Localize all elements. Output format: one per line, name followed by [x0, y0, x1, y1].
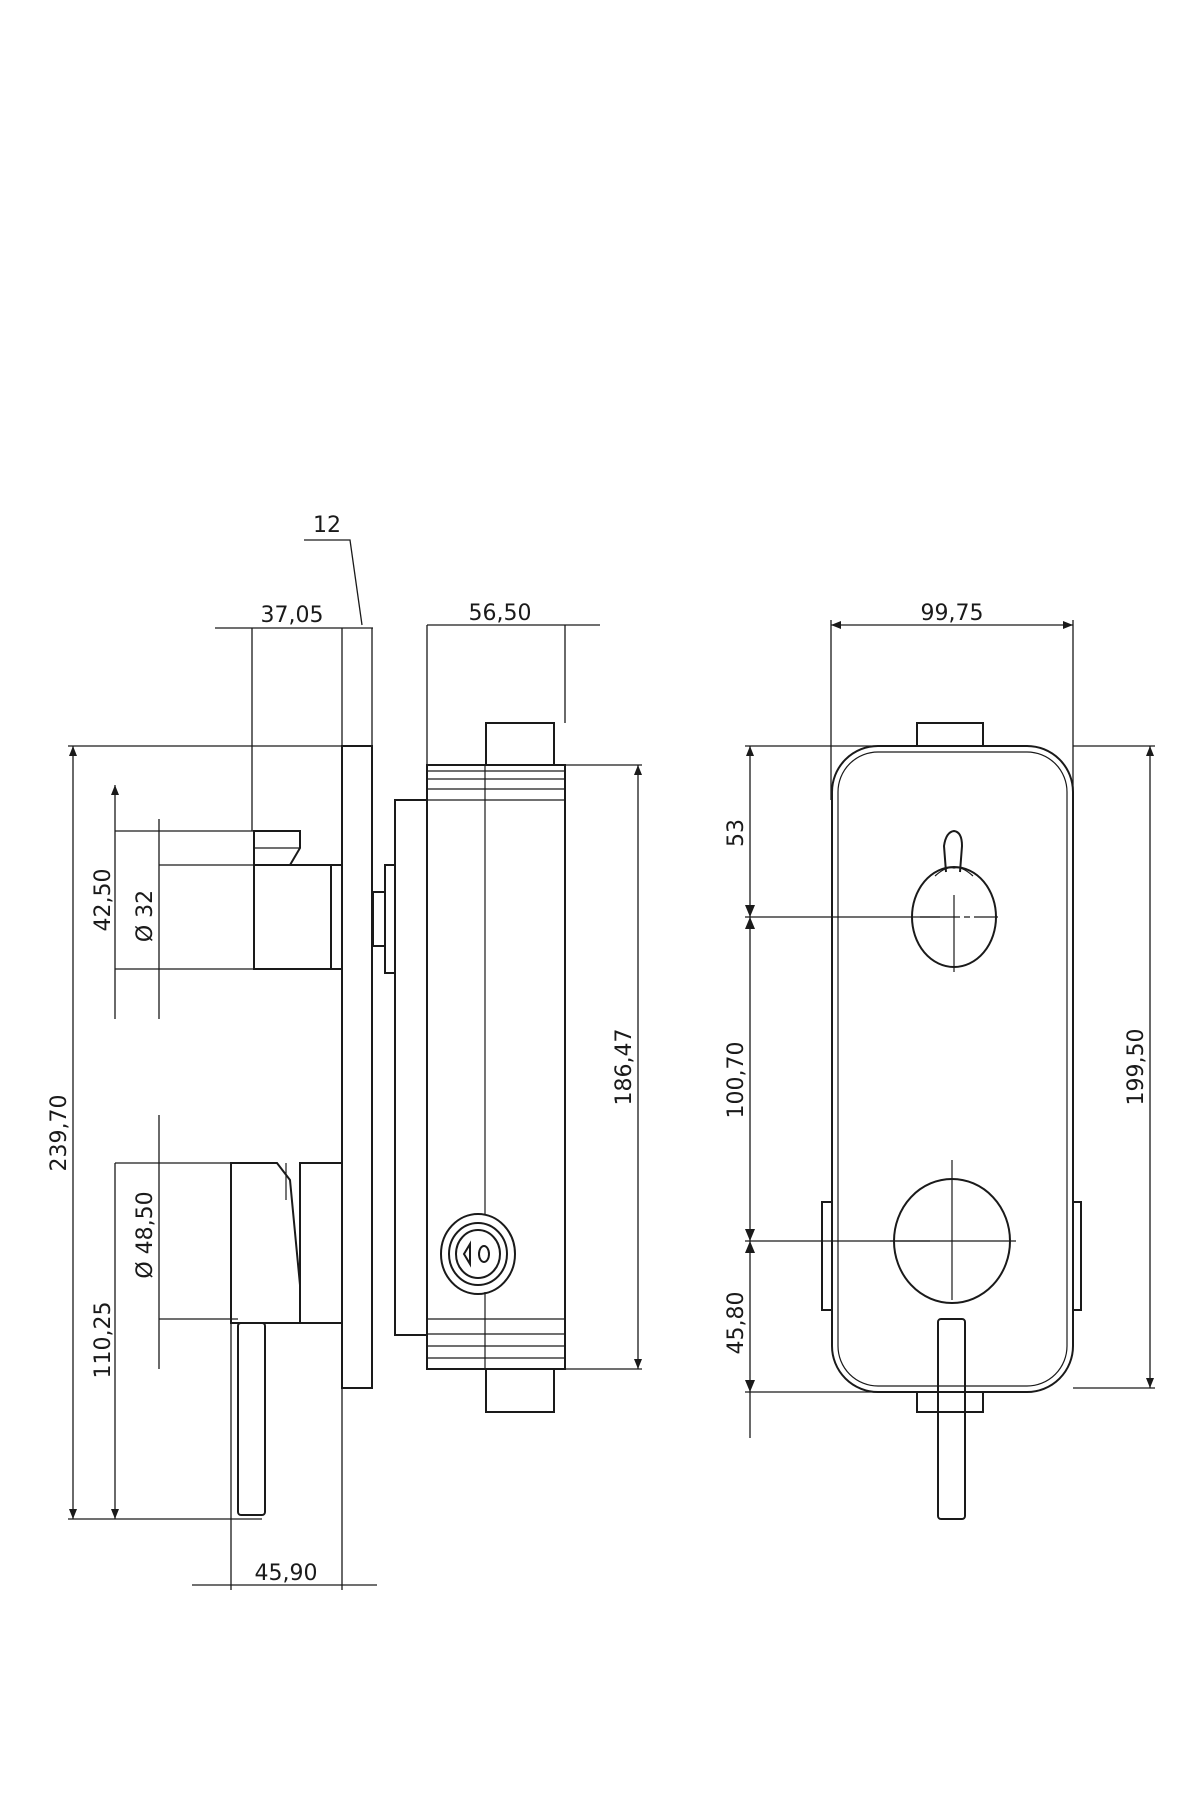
upper-handle	[253, 830, 343, 970]
top-nipple	[916, 722, 984, 747]
wall-plate	[341, 745, 373, 1389]
side-view: 12 37,05 56,50 239,70 42,50	[47, 513, 642, 1590]
mixer-knob	[890, 1160, 1016, 1520]
label-upper-offset: 42,50	[91, 869, 116, 932]
front-view: 99,75 53 100,70 45,80 199,50	[724, 601, 1155, 1520]
valve-body	[426, 722, 566, 1413]
dim-body-depth: 56,50	[426, 601, 600, 765]
label-total-height: 239,70	[47, 1095, 72, 1172]
label-handle-projection: 37,05	[261, 603, 324, 628]
label-lower-to-bottom: 45,80	[724, 1292, 749, 1355]
side-tab-left	[821, 1201, 833, 1311]
dim-upper-diameter: Ø 32	[133, 819, 254, 1019]
label-plate-height: 199,50	[1124, 1029, 1149, 1106]
label-upper-diameter: Ø 32	[133, 890, 158, 942]
label-body-depth: 56,50	[469, 601, 532, 626]
dim-body-height: 186,47	[565, 764, 642, 1370]
dim-plate-height: 199,50	[1073, 745, 1155, 1389]
dim-lower-offset: 110,25	[91, 1163, 119, 1519]
dim-front-vertical: 53 100,70 45,80	[724, 745, 940, 1438]
dim-lever-projection: 45,90	[192, 1323, 377, 1590]
dim-plate-thickness: 12	[304, 513, 373, 746]
label-body-height: 186,47	[612, 1029, 637, 1106]
label-plate-thickness: 12	[313, 513, 341, 538]
label-lever-projection: 45,90	[255, 1561, 318, 1586]
dim-total-height: 239,70	[47, 745, 342, 1520]
dim-handle-projection: 37,05	[215, 603, 343, 1590]
label-lower-diameter: Ø 48,50	[133, 1191, 158, 1278]
dim-lower-diameter: Ø 48,50	[115, 1115, 238, 1369]
bottom-nipple	[916, 1391, 984, 1413]
dim-plate-width: 99,75	[830, 601, 1074, 800]
label-upper-to-lower: 100,70	[724, 1042, 749, 1119]
label-plate-width: 99,75	[921, 601, 984, 626]
back-plate	[394, 799, 428, 1336]
label-lower-offset: 110,25	[91, 1302, 116, 1379]
side-tab-right	[1072, 1201, 1082, 1311]
lower-handle	[230, 1162, 343, 1516]
diverter-port	[440, 1213, 516, 1295]
spindle	[372, 864, 396, 974]
label-top-to-upper: 53	[724, 819, 749, 847]
dim-upper-offset: 42,50	[91, 785, 254, 1019]
diverter-knob	[911, 829, 998, 972]
